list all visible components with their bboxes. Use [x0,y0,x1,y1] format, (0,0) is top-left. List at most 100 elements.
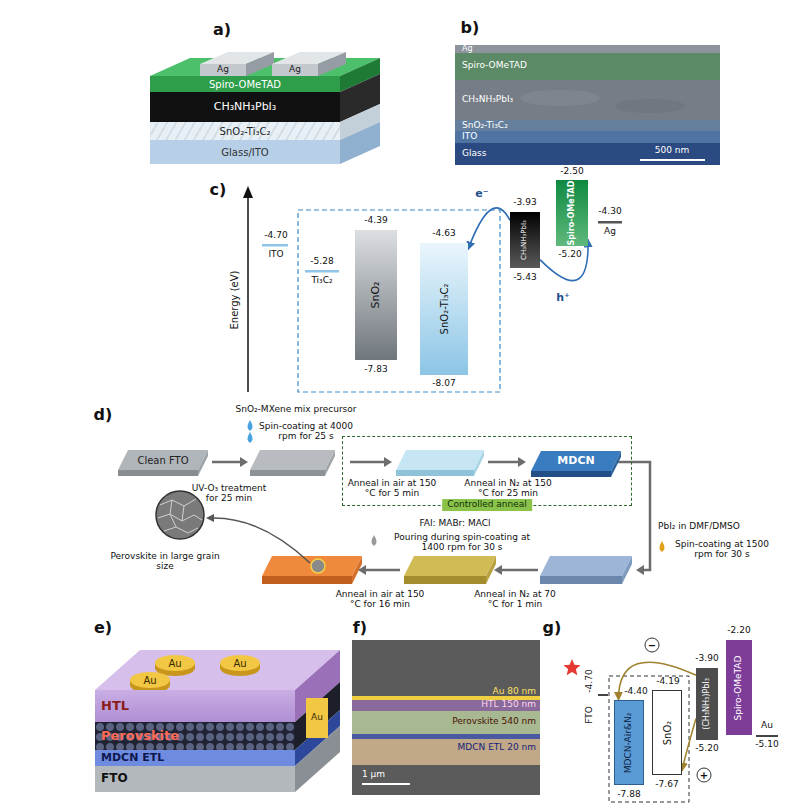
process-flow-d-part [358,565,366,575]
layer-label: Spiro-OMeTAD [462,61,527,71]
level-name: Ag [604,227,616,237]
node-text: Controlled anneal [442,499,532,511]
charge-sign: + [700,770,708,781]
process-flow-d-part [311,559,325,573]
energy-band: SnO₂ [652,690,682,775]
process-flow-d-part [404,576,486,584]
node-text: Au [233,658,246,669]
process-flow-d-part [248,432,253,443]
node-text: MDCN-Air&N₂ [624,712,634,772]
process-flow-d-part [250,450,335,470]
node-text: FTO [101,772,128,785]
panel-letter: c) [210,181,227,199]
panel-letter: a) [213,21,231,39]
sem-image-f [352,640,540,795]
process-flow-d-part [214,518,310,563]
energy-value: -5.43 [513,273,536,283]
process-flow-d-part [518,457,526,467]
energy-value: -8.07 [432,379,455,389]
slab-face [118,470,198,476]
layer-thickness: Perovskite 540 nm [452,717,536,727]
charge-sign: − [648,640,656,651]
step-note: Anneal in air at 150 °C for 5 min [344,479,440,499]
layer-thickness: MDCN ETL 20 nm [458,743,536,753]
layer-thickness: Au 80 nm [492,687,536,697]
energy-value: -7.83 [364,365,387,375]
node-text: Spiro-OMeTAD [209,79,281,90]
sem-image-b-part [455,120,720,131]
process-flow-d-part [636,565,644,575]
node-text: SnO₂-Ti₃C₂ [220,126,271,137]
process-flow-d-part [250,470,325,476]
electrode-strip: Au [306,698,328,738]
device-sketch-e [95,650,340,792]
energy-diagram-c-part [305,270,339,273]
energy-value: -4.40 [624,687,647,697]
sem-image-b-part [520,90,600,106]
slab-face [611,451,621,477]
process-flow-d-part [262,576,352,584]
axis-title: Energy (eV) [229,271,240,330]
sem-image-b-part [455,80,720,120]
process-flow-d-part [396,470,474,476]
energy-value: -3.90 [695,654,718,664]
energy-diagram-c-part [243,186,253,198]
layer-label: CH₃NH₃PbI₃ [462,95,513,105]
sem-image-f-part [362,783,410,785]
step-note: Anneal in N₂ at 70 °C for 1 min [470,590,560,610]
energy-value: -5.20 [695,744,718,754]
process-flow-d-part [540,556,632,576]
transfer-arrow [468,208,510,250]
device-sketch-a-part [318,52,346,76]
node-text: SnO₂-Ti₃C₂ [439,284,450,335]
device-layer: HTL [95,690,295,722]
sem-image-f-part [352,739,540,765]
scale-label: 500 nm [655,146,690,156]
edge-label: e⁻ [475,188,488,200]
process-flow-d-part [540,576,622,584]
process-flow-d-part [366,569,400,572]
sem-image-b-part [640,159,705,161]
energy-diagram-c-part [262,244,288,247]
step-note: SnO₂-MXene mix precursor [236,405,357,415]
process-flow-d-part [262,556,362,576]
device-layer: FTO [95,766,295,792]
node-text: Spiro-OMeTAD [568,181,577,246]
energy-band: SnO₂-Ti₃C₂ [420,243,468,375]
panel-letter: f) [353,619,367,637]
process-flow-d-part [164,527,198,533]
device-layer: SnO₂-Ti₃C₂ [150,122,340,140]
energy-value: -4.39 [364,216,387,226]
process-flow-d-part [170,514,176,527]
device-layer: Perovskite [95,722,295,750]
energy-diagram-g-part [609,676,689,802]
electrode-layer: Ag [272,64,318,76]
process-flow-d-part [494,565,502,575]
level-name: FTO [585,706,595,724]
level-name: ITO [268,250,283,260]
sem-image-b-part [455,131,720,143]
energy-band: MDCN-Air&N₂ [614,700,644,785]
step-note: UV-O₃ treatment for 25 min [187,484,271,504]
energy-diagram-g-part [756,735,778,737]
step-note: Perovskite in large grain size [110,552,220,572]
device-layer: Spiro-OMeTAD [150,76,340,92]
energy-band: Spiro-OMeTAD [556,180,588,246]
process-flow-d-part [248,420,253,431]
process-flow-d-part [396,450,484,470]
sem-image-f-part [352,734,540,739]
energy-band: CH₃NH₃PbI₃ [510,212,540,268]
process-flow-d-part [170,500,172,514]
node-text: Au [143,675,156,686]
node-text: CH₃NH₃PbI₃ [521,220,529,260]
step-note: Pouring during spin-coating at 1400 rpm … [382,533,542,553]
panel-letter: e) [94,619,112,637]
process-flow-d-part [158,514,202,521]
layer-label: Glass [462,149,486,159]
node-text: Glass/ITO [221,147,268,158]
edge-label: h⁺ [556,292,570,304]
device-sketch-a-part [340,122,380,164]
electrode-disk: Au [220,655,260,671]
energy-diagram-g-part [645,638,659,652]
substrate-slab: Clean FTO [118,450,208,476]
